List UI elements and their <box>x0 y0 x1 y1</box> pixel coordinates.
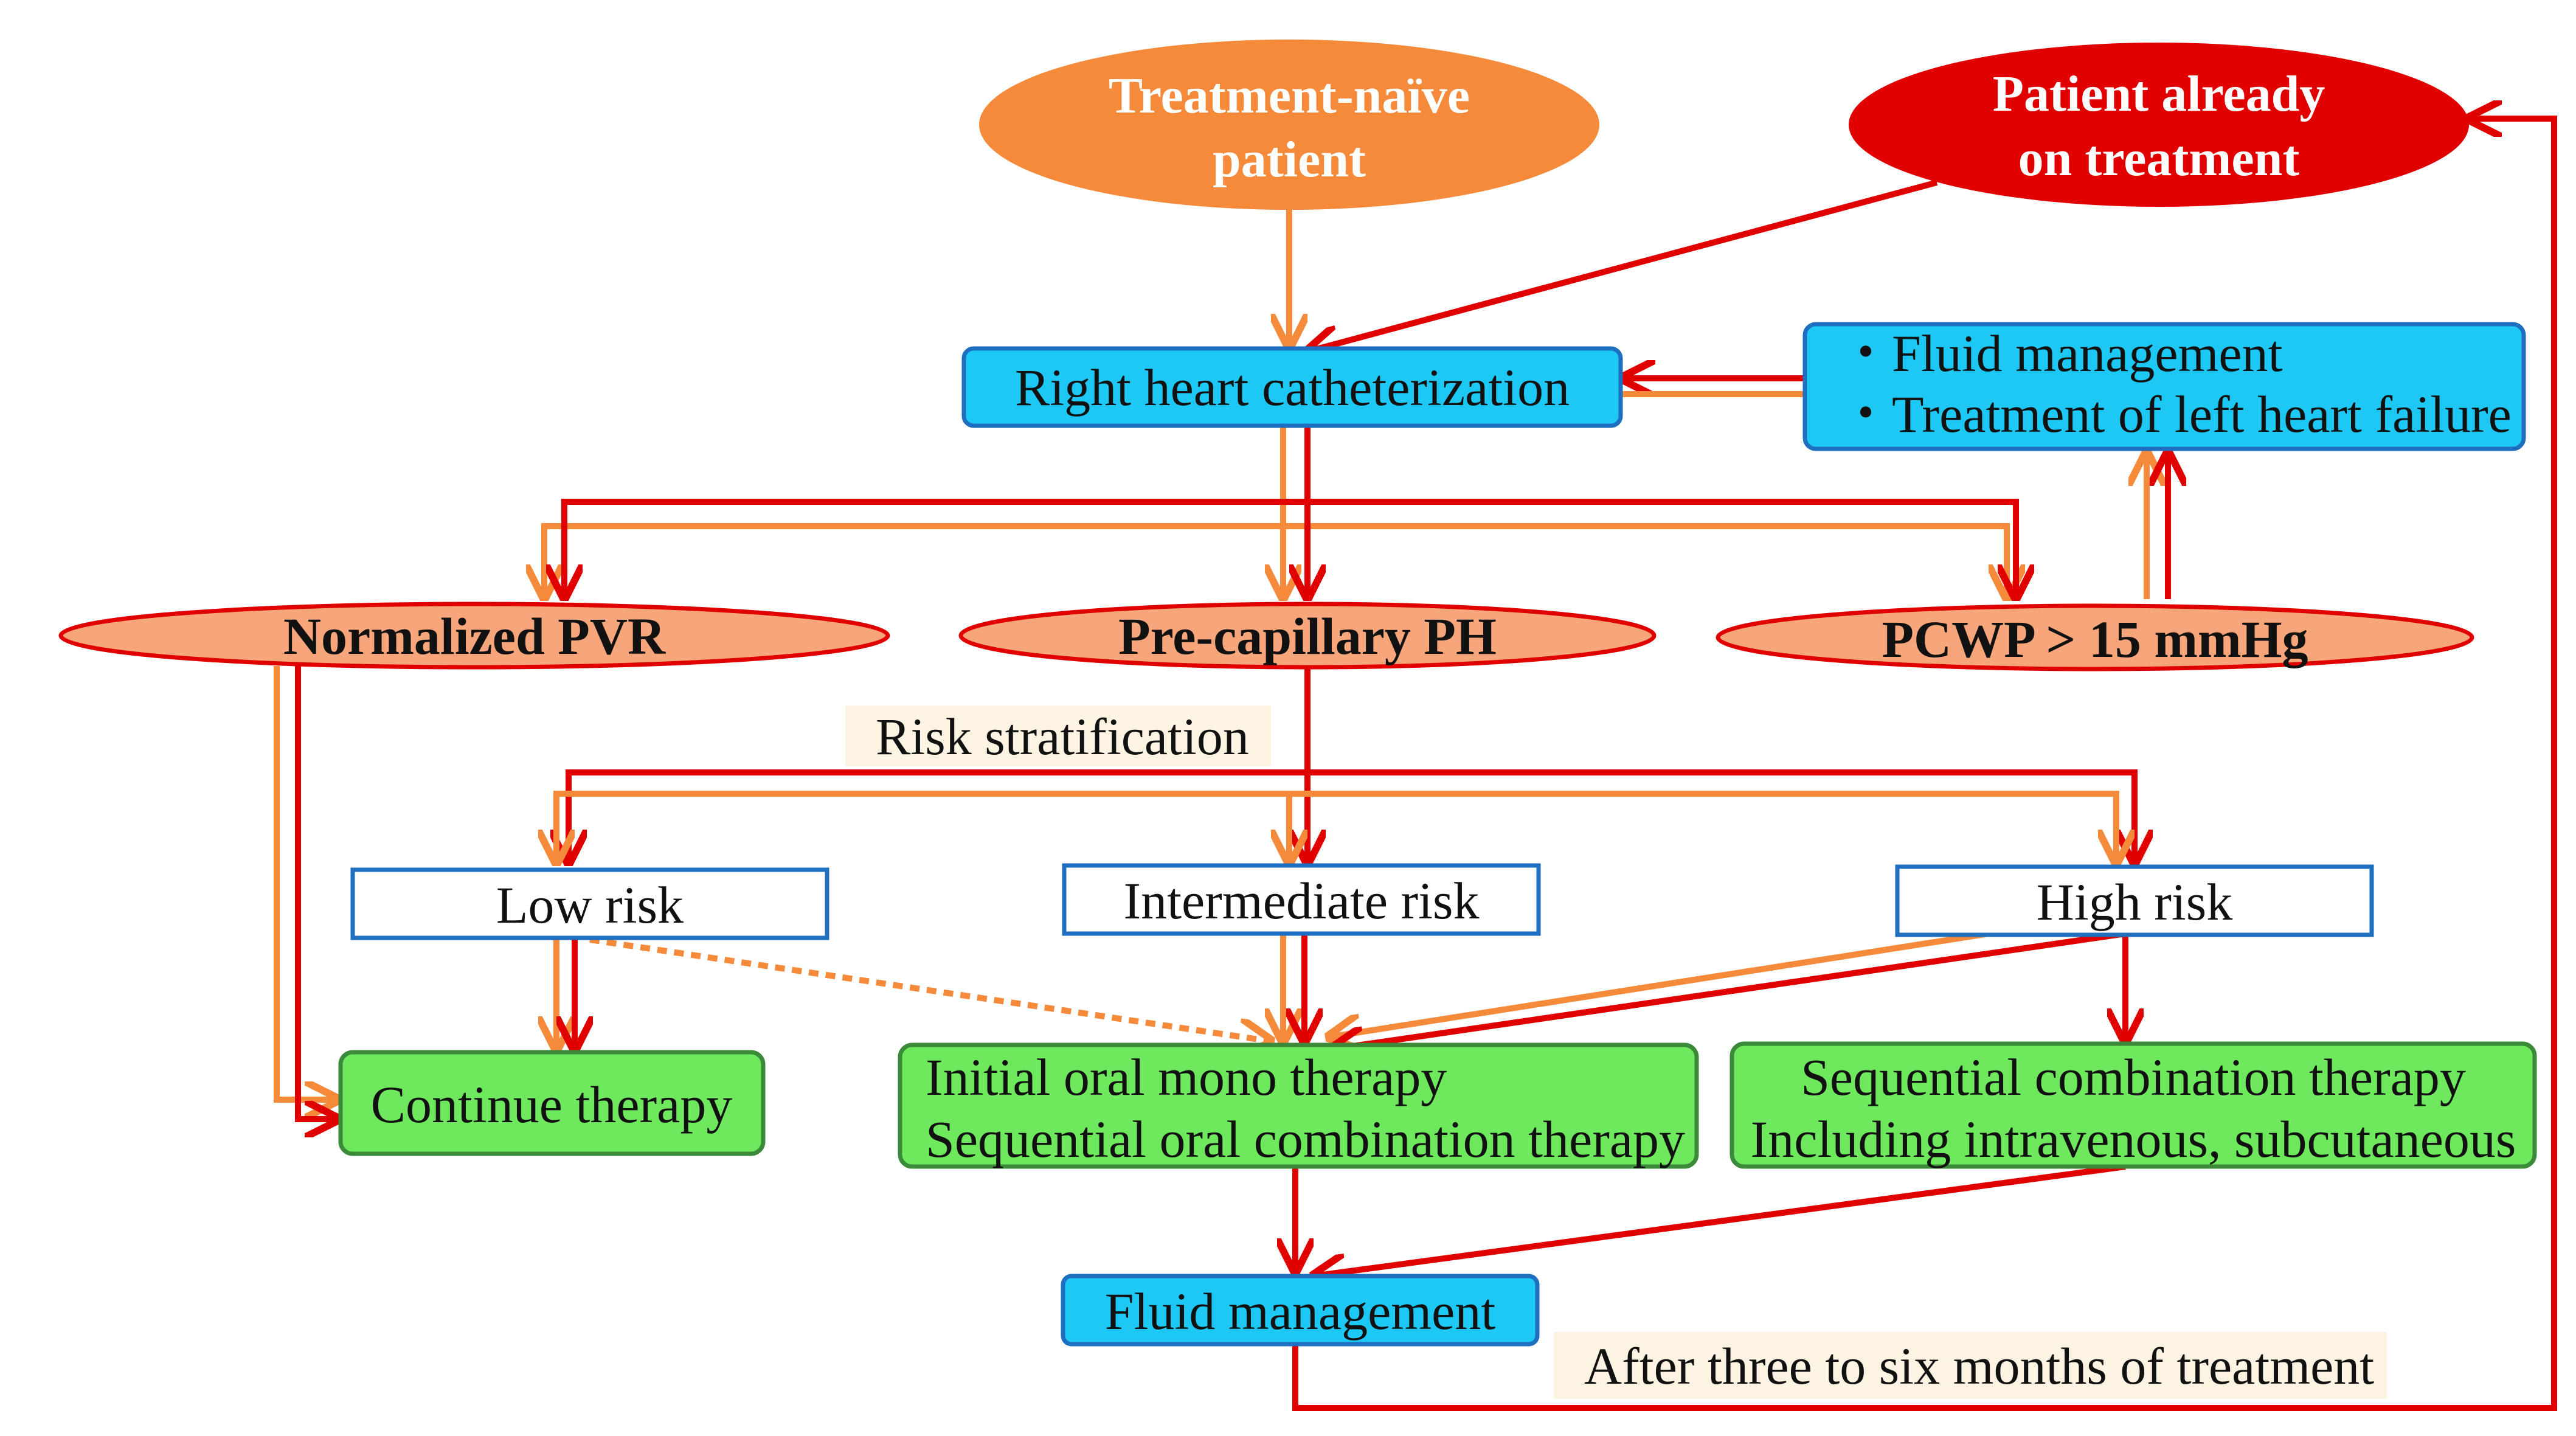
rhc-label: Right heart catheterization <box>1015 358 1570 417</box>
continue-therapy-box: Continue therapy <box>338 1050 766 1156</box>
precap-ph-node: Pre-capillary PH <box>958 602 1657 670</box>
arrow-precap-to-high-orange <box>1289 791 2116 862</box>
high-risk-box: High risk <box>1895 864 2374 937</box>
sequential-combination-box: Sequential combination therapy Including… <box>1729 1041 2537 1169</box>
arrow-rhc-to-pvr-red <box>564 499 1307 597</box>
pcwp-node: PCWP > 15 mmHg <box>1716 603 2474 671</box>
intermediate-risk-box: Intermediate risk <box>1062 863 1541 936</box>
low-risk-box: Low risk <box>350 867 829 940</box>
seq-line-2: Including intravenous, subcutaneous <box>1751 1110 2516 1168</box>
pvr-label: Normalized PVR <box>283 607 666 665</box>
arrow-pvr-to-continue-orange <box>274 666 338 1100</box>
already-line-2: on treatment <box>2018 130 2300 187</box>
connectors <box>274 119 2557 1411</box>
fluid-left-line-2: ・Treatment of left heart failure <box>1840 385 2512 443</box>
arrow-precap-to-high-red <box>1307 769 2135 862</box>
after-months-note: After three to six months of treatment <box>1554 1332 2387 1399</box>
continue-label: Continue therapy <box>371 1075 733 1134</box>
patient-already-node: Patient already on treatment <box>1849 43 2469 207</box>
oral-line-1: Initial oral mono therapy <box>926 1048 1447 1106</box>
arrow-feedback-loop-red <box>1292 119 2557 1411</box>
arrow-seq-to-fluid-red <box>1314 1164 2126 1276</box>
arrow-low-to-oral-dotted <box>589 937 1271 1041</box>
precap-label: Pre-capillary PH <box>1118 607 1497 665</box>
intermediate-risk-label: Intermediate risk <box>1123 872 1479 930</box>
low-risk-label: Low risk <box>496 876 684 934</box>
naive-line-1: Treatment-naïve <box>1109 68 1470 124</box>
arrow-pvr-to-continue-red <box>295 666 338 1119</box>
risk-stratification-note: Risk stratification <box>845 706 1271 766</box>
high-risk-label: High risk <box>2037 873 2233 931</box>
after-label: After three to six months of treatment <box>1584 1337 2374 1395</box>
normalized-pvr-node: Normalized PVR <box>58 602 890 670</box>
arrow-already-to-rhc <box>1307 179 1938 352</box>
fluid-management-box: Fluid management <box>1061 1274 1540 1347</box>
arrow-precap-to-low-orange <box>556 791 1289 862</box>
seq-line-1: Sequential combination therapy <box>1801 1048 2466 1106</box>
fluid-mgmt-label: Fluid management <box>1105 1282 1496 1341</box>
fluid-left-hf-box: ・Fluid management ・Treatment of left hea… <box>1802 322 2526 451</box>
fluid-left-line-1: ・Fluid management <box>1840 324 2283 383</box>
risk-strat-label: Risk stratification <box>876 707 1249 766</box>
arrow-high-to-oral-red <box>1332 931 2126 1049</box>
oral-line-2: Sequential oral combination therapy <box>926 1110 1685 1168</box>
arrow-high-to-oral-orange <box>1329 931 1989 1037</box>
pcwp-label: PCWP > 15 mmHg <box>1882 610 2308 668</box>
already-line-1: Patient already <box>1993 66 2325 122</box>
naive-line-2: patient <box>1213 131 1366 188</box>
arrow-rhc-to-pcwp-red <box>1307 499 2016 597</box>
arrow-rhc-to-pvr-orange <box>544 523 1283 597</box>
arrow-rhc-to-pcwp-orange <box>1283 523 2007 597</box>
arrow-precap-to-low-red <box>569 769 1307 862</box>
treatment-naive-node: Treatment-naïve patient <box>979 40 1599 210</box>
right-heart-cath-box: Right heart catheterization <box>961 346 1623 428</box>
oral-therapy-box: Initial oral mono therapy Sequential ora… <box>898 1042 1699 1169</box>
